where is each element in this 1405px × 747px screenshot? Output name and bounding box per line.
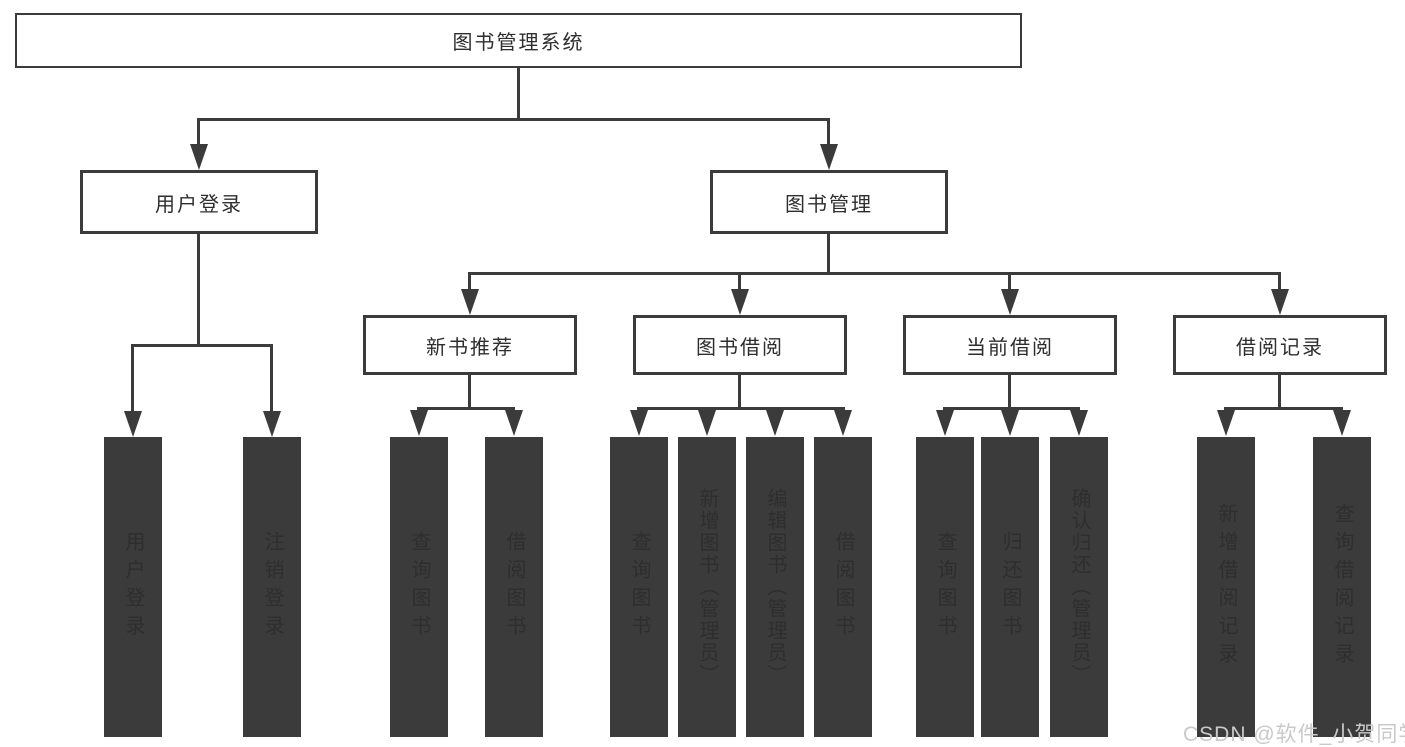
leaf-records-add-record-label: 新增借阅记录 (1215, 503, 1237, 671)
connector-current-drop (1008, 275, 1011, 289)
node-borrow-records-label: 借阅记录 (1236, 336, 1324, 359)
leaf-recommend-query-book: 查询图书 (390, 437, 448, 737)
node-book-management-label: 图书管理 (785, 193, 873, 216)
connector-root-bar (197, 118, 830, 121)
leaf-current-confirm-return-admin-label: 确认归还（管理员） (1068, 488, 1090, 686)
leaf-records-query-record: 查询借阅记录 (1313, 437, 1371, 737)
leaf-records-query-record-label: 查询借阅记录 (1331, 503, 1353, 671)
leaf-current-confirm-return-admin: 确认归还（管理员） (1050, 437, 1108, 737)
leaf-borrow-edit-book-admin-label: 编辑图书（管理员） (764, 488, 786, 686)
leaf-borrow-query-book-label: 查询图书 (628, 531, 650, 643)
connector-mgmt-drop (827, 121, 830, 144)
connector-login1-drop (131, 347, 134, 411)
node-current-borrow-label: 当前借阅 (966, 336, 1054, 359)
leaf-user-login: 用户登录 (104, 437, 162, 737)
arrow-down-icon (936, 410, 954, 436)
arrow-down-icon (731, 289, 749, 315)
connector-records-drop (1278, 275, 1281, 289)
leaf-logout-label: 注销登录 (261, 531, 283, 643)
arrow-down-icon (1217, 410, 1235, 436)
node-book-management: 图书管理 (710, 170, 948, 234)
csdn-watermark: CSDN @软件_小贺同学 (1183, 723, 1405, 746)
leaf-borrow-query-book: 查询图书 (610, 437, 668, 737)
leaf-borrow-add-book-admin: 新增图书（管理员） (678, 437, 736, 737)
arrow-down-icon (505, 410, 523, 436)
connector-recommend-drop (468, 275, 471, 289)
connector-borrow-feed (738, 375, 741, 407)
node-book-borrow: 图书借阅 (633, 315, 847, 375)
leaf-borrow-borrow-book-label: 借阅图书 (832, 531, 854, 643)
connector-records-feed (1278, 375, 1281, 407)
connector-mgmt-feed (827, 234, 830, 272)
leaf-recommend-borrow-book: 借阅图书 (485, 437, 543, 737)
connector-root-drop (517, 68, 520, 118)
leaf-current-return-book-label: 归还图书 (999, 531, 1021, 643)
connector-login-drop (197, 121, 200, 144)
connector-current-bar (943, 407, 1080, 410)
arrow-down-icon (124, 411, 142, 437)
arrow-down-icon (263, 411, 281, 437)
leaf-logout: 注销登录 (243, 437, 301, 737)
node-new-book-recommend-label: 新书推荐 (426, 336, 514, 359)
leaf-borrow-edit-book-admin: 编辑图书（管理员） (746, 437, 804, 737)
leaf-current-query-book: 查询图书 (916, 437, 974, 737)
arrow-down-icon (1001, 289, 1019, 315)
arrow-down-icon (1070, 410, 1088, 436)
leaf-recommend-query-book-label: 查询图书 (408, 531, 430, 643)
arrow-down-icon (1333, 410, 1351, 436)
node-user-login: 用户登录 (80, 170, 318, 234)
leaf-current-query-book-label: 查询图书 (934, 531, 956, 643)
arrow-down-icon (461, 289, 479, 315)
connector-records-bar (1224, 407, 1343, 410)
arrow-down-icon (630, 410, 648, 436)
connector-mgmt-bar (468, 272, 1281, 275)
leaf-user-login-label: 用户登录 (122, 531, 144, 643)
connector-recommend-feed (468, 375, 471, 407)
connector-current-feed (1008, 375, 1011, 407)
node-root: 图书管理系统 (15, 13, 1022, 68)
arrow-down-icon (1271, 289, 1289, 315)
leaf-borrow-add-book-admin-label: 新增图书（管理员） (696, 488, 718, 686)
leaf-current-return-book: 归还图书 (981, 437, 1039, 737)
node-borrow-records: 借阅记录 (1173, 315, 1387, 375)
arrow-down-icon (1001, 410, 1019, 436)
connector-login2-drop (270, 347, 273, 411)
node-book-borrow-label: 图书借阅 (696, 336, 784, 359)
arrow-down-icon (834, 410, 852, 436)
node-current-borrow: 当前借阅 (903, 315, 1117, 375)
arrow-down-icon (820, 144, 838, 170)
connector-borrow-drop (738, 275, 741, 289)
arrow-down-icon (766, 410, 784, 436)
connector-borrow-bar (637, 407, 845, 410)
node-user-login-label: 用户登录 (155, 193, 243, 216)
connector-login-bar (131, 344, 273, 347)
leaf-records-add-record: 新增借阅记录 (1197, 437, 1255, 737)
node-new-book-recommend: 新书推荐 (363, 315, 577, 375)
node-root-label: 图书管理系统 (452, 32, 585, 54)
arrow-down-icon (698, 410, 716, 436)
connector-login-feed (197, 234, 200, 344)
arrow-down-icon (410, 410, 428, 436)
connector-recommend-bar (417, 407, 515, 410)
leaf-borrow-borrow-book: 借阅图书 (814, 437, 872, 737)
arrow-down-icon (190, 144, 208, 170)
leaf-recommend-borrow-book-label: 借阅图书 (503, 531, 525, 643)
